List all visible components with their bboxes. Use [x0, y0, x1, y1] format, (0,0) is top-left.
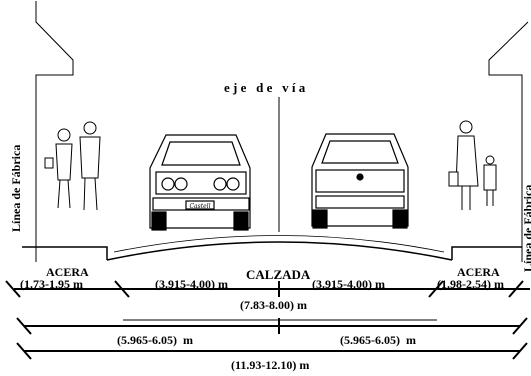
- dim-roadway-total: (7.83-8.00) m: [240, 298, 307, 312]
- facade-line-left-label: Línea de Fábrica: [9, 144, 23, 232]
- roadway-label: CALZADA: [246, 267, 311, 282]
- building-left: [35, 1, 74, 262]
- license-plate-text: Castell: [189, 203, 210, 210]
- dim-total: (11.93-12.10) m: [231, 358, 310, 372]
- dim-lane-left: (3.915-4.00) m: [155, 277, 228, 291]
- car-front-view: [149, 134, 251, 231]
- pedestrians-right: [448, 120, 497, 210]
- dim-half-right: (5.965-6.05) m: [340, 333, 416, 347]
- dim-row-total: [16, 342, 528, 360]
- dim-half-left: (5.965-6.05) m: [117, 333, 193, 347]
- dim-lane-right: (3.915-4.00) m: [312, 277, 385, 291]
- sidewalk-right-label: ACERA: [457, 265, 500, 279]
- dim-sidewalk-right: (1.98-2.54) m: [437, 277, 504, 291]
- road-profile: [22, 235, 522, 261]
- sidewalk-left-label: ACERA: [46, 265, 89, 279]
- pedestrians-left: [44, 121, 101, 211]
- building-right: [488, 21, 529, 262]
- dim-row-sidewalks-lanes: [5, 280, 530, 298]
- dim-row-half-widths: [16, 317, 528, 335]
- dim-sidewalk-left: (1.73-1.95 m: [20, 277, 83, 291]
- facade-line-right-label: Línea de Fábrica: [521, 184, 531, 272]
- car-rear-view: [311, 133, 409, 229]
- road-axis-label: e j e d e v í a: [224, 80, 306, 95]
